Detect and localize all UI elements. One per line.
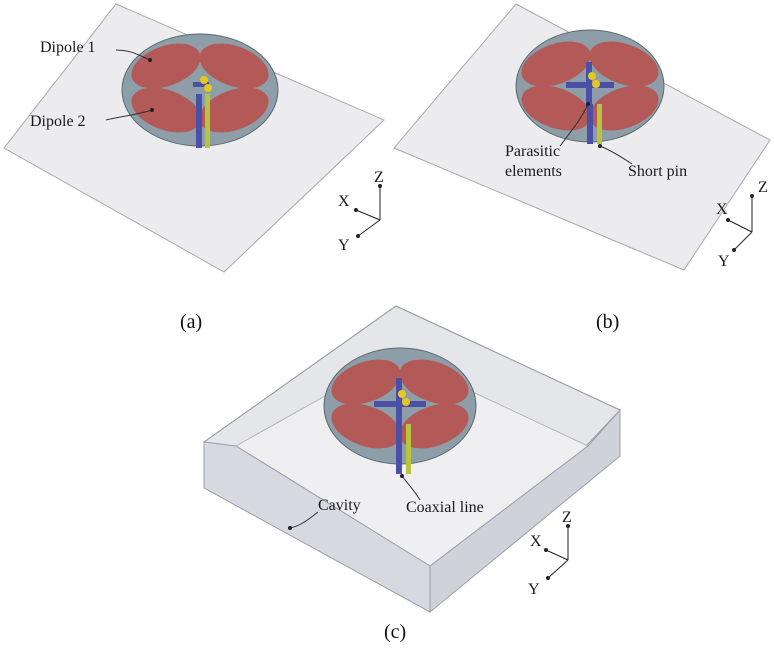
- label-parasitic-1: Parasitic: [505, 143, 560, 160]
- axis-label-x-a: X: [338, 193, 350, 210]
- leader-dot-dipole-1: [148, 58, 152, 62]
- axis-triad-c: Z X Y: [528, 509, 572, 598]
- caption-b: (b): [596, 311, 619, 333]
- short-pin-b: [597, 104, 602, 144]
- cavity-wall-right: [429, 408, 621, 614]
- parasitic-stub-a: [193, 82, 209, 87]
- label-dipole-1: Dipole 1: [40, 39, 96, 56]
- feed-point-a1: [200, 76, 208, 84]
- feed-line-a: [196, 94, 202, 148]
- axis-label-y-b: Y: [718, 253, 730, 270]
- short-pin-c: [406, 424, 411, 474]
- axis-label-y-a: Y: [338, 237, 350, 254]
- leader-coaxial: [401, 475, 421, 501]
- feed-line-c: [396, 424, 402, 474]
- label-cavity: Cavity: [318, 497, 361, 514]
- axis-label-z-c: Z: [562, 509, 572, 526]
- axis-triad-a: Z X Y: [338, 169, 384, 254]
- caption-a: (a): [180, 311, 202, 333]
- label-dipole-2: Dipole 2: [30, 113, 86, 130]
- leader-cavity: [289, 511, 319, 529]
- parasitic-element-c-v: [396, 378, 402, 426]
- feed-point-a2: [204, 84, 212, 92]
- feed-point-c2: [402, 398, 410, 406]
- panel-a: Dipole 1 Dipole 2 Z X Y (a): [3, 3, 385, 333]
- feed-point-b2: [592, 80, 600, 88]
- axis-label-z-a: Z: [374, 169, 384, 186]
- feed-point-c1: [398, 390, 406, 398]
- label-short-pin: Short pin: [628, 163, 687, 180]
- axis-triad-b: Z X Y: [716, 179, 768, 270]
- leader-dot-cavity: [288, 526, 292, 530]
- parasitic-element-b-v: [586, 62, 592, 108]
- short-pin-a: [205, 94, 210, 148]
- feed-point-b1: [588, 72, 596, 80]
- label-coaxial: Coaxial line: [406, 499, 484, 516]
- panel-c: Cavity Coaxial line Z X Y (c): [203, 305, 621, 643]
- feed-line-b: [587, 104, 593, 144]
- leader-short-pin: [599, 145, 633, 165]
- axis-label-x-b: X: [716, 201, 728, 218]
- axis-label-y-c: Y: [528, 581, 540, 598]
- leader-dot-short-pin: [598, 144, 602, 148]
- leader-dipole-1: [115, 49, 151, 61]
- label-parasitic-2: elements: [505, 163, 562, 180]
- leader-parasitic: [559, 103, 589, 147]
- leader-dot-dipole-2: [150, 108, 154, 112]
- caption-c: (c): [384, 621, 406, 643]
- axis-label-z-b: Z: [758, 179, 768, 196]
- leader-dot-coaxial: [400, 474, 404, 478]
- leader-dot-parasitic: [586, 102, 590, 106]
- axis-label-x-c: X: [530, 533, 542, 550]
- leader-dipole-2: [105, 109, 153, 121]
- panel-b: Parasitic elements Short pin Z X Y (b): [393, 3, 771, 333]
